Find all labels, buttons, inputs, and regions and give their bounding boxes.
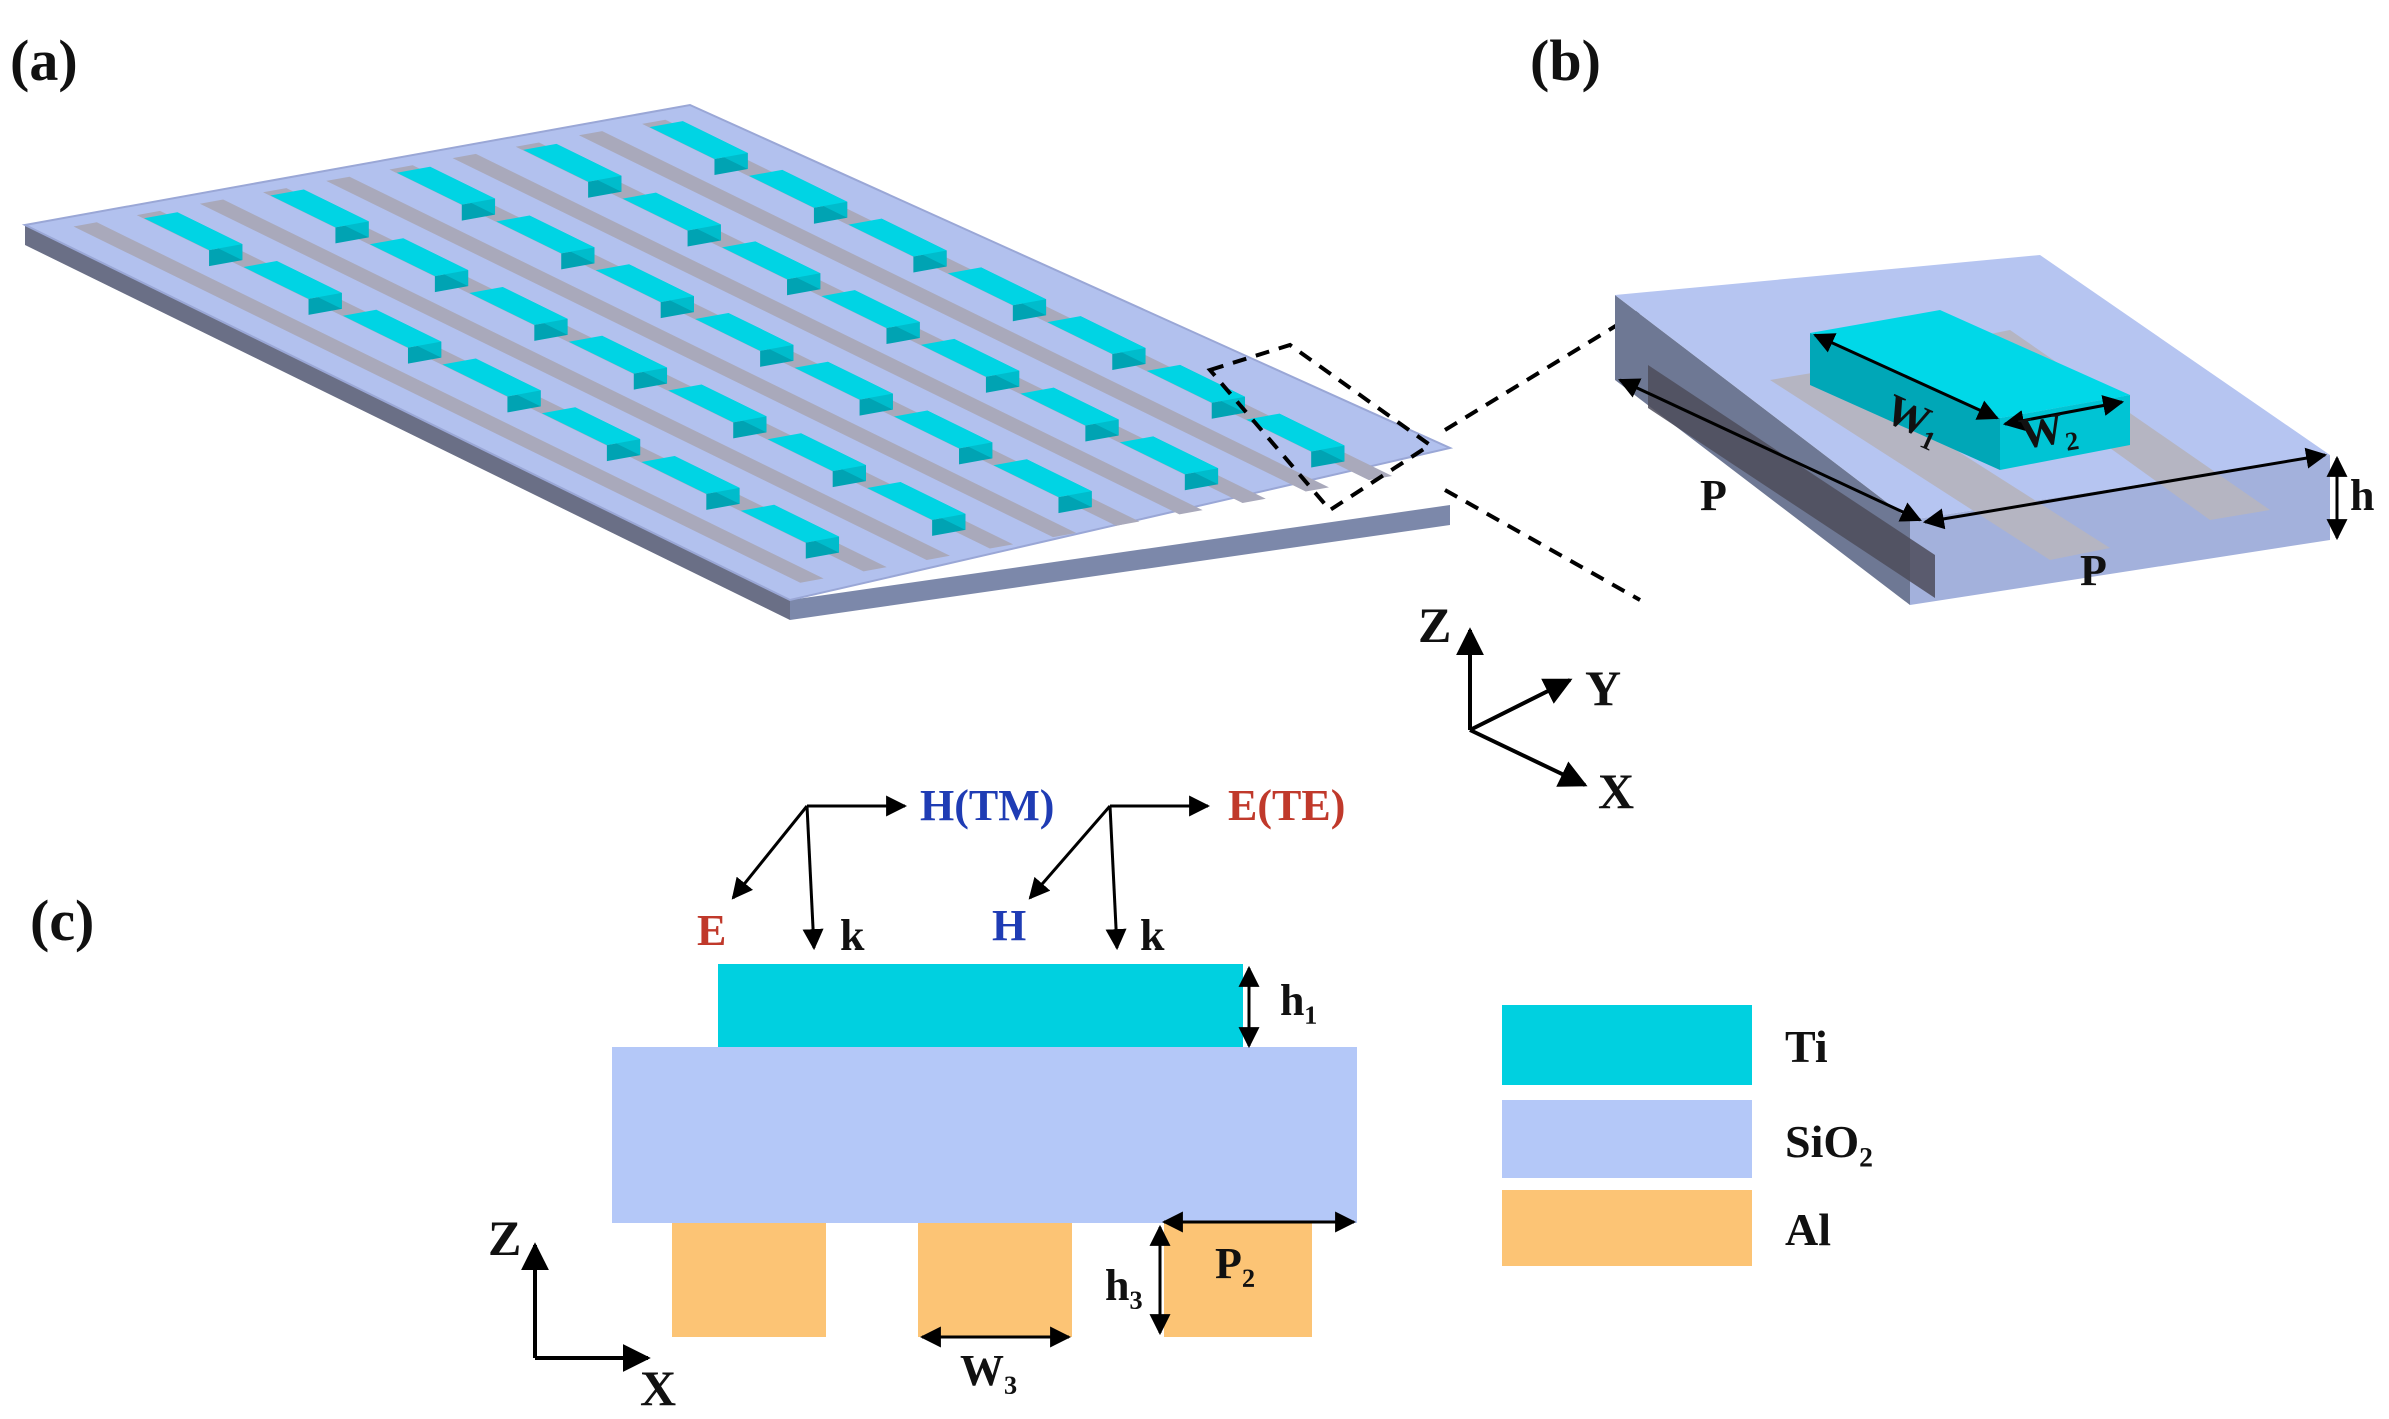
al-bar-3 — [1164, 1223, 1312, 1337]
ti-block-top — [1020, 387, 1119, 426]
ti-block-top — [396, 166, 496, 205]
legend: Ti SiO₂ Al — [1502, 1005, 1873, 1266]
al-grating-strip — [199, 199, 950, 560]
substrate-side-right — [790, 505, 1450, 620]
panel-c-label: (c) — [30, 888, 94, 953]
ti-block-top — [794, 361, 893, 400]
al-bar-2 — [918, 1223, 1072, 1337]
h3-label: h₃ — [1105, 1261, 1143, 1310]
tm-e-label: E — [697, 906, 726, 955]
ti-block-top — [993, 459, 1092, 498]
ti-block-top — [821, 290, 920, 329]
panel-b-label: (b) — [1530, 28, 1601, 93]
ti-block-top — [442, 358, 541, 397]
ti-block-top — [767, 433, 866, 472]
w1-arrow — [1813, 333, 1999, 420]
legend-label-al: Al — [1785, 1204, 1831, 1255]
ti-block-top — [920, 338, 1020, 377]
legend-label-ti: Ti — [1785, 1021, 1828, 1072]
h1-label: h₁ — [1280, 976, 1318, 1025]
axis-3d-y — [1469, 678, 1573, 732]
zoom-box — [1206, 342, 1434, 513]
zoom-line-bottom — [1444, 488, 1641, 602]
ti-block-top — [668, 384, 767, 423]
ti-block-top — [541, 407, 641, 446]
ti-block-top — [369, 238, 469, 277]
w2-arrow — [2002, 395, 2125, 431]
al-grating-strip — [326, 176, 1077, 538]
ti-block-top — [1246, 413, 1345, 452]
ti-block-top — [641, 456, 740, 494]
te-h-arrow — [1028, 805, 1112, 900]
ti-layer — [718, 964, 1243, 1047]
axis-3d-x-label: X — [1598, 763, 1634, 819]
sio2-layer — [612, 1047, 1357, 1223]
ti-block-top — [649, 121, 748, 159]
tm-k-stem — [802, 805, 824, 951]
legend-swatch-al — [1502, 1190, 1752, 1266]
ti-block-top — [1119, 436, 1219, 475]
ti-block-top — [270, 189, 369, 228]
ti-block-top — [568, 335, 668, 374]
ti-block-top — [144, 212, 243, 251]
h-label: h — [2350, 471, 2374, 520]
ti-block-top — [947, 267, 1047, 306]
al-grating-strip — [452, 153, 1203, 515]
legend-swatch-sio2 — [1502, 1100, 1752, 1178]
panel-b: (b) W₁ W₂ P P h — [1530, 28, 2374, 605]
axis-2d-z-label: Z — [488, 1210, 521, 1266]
axes-3d: Z Y X — [1418, 597, 1634, 819]
panel-c: (c) E k H(TM) H k E(TE) h₁ P₂ h₃ W₃ Z — [30, 781, 1357, 1416]
p-right-label: P — [2080, 546, 2107, 595]
ti-block-top — [722, 241, 821, 280]
al-grating-strip — [73, 222, 824, 583]
substrate-side-front — [25, 225, 790, 620]
p-left-label: P — [1700, 471, 1727, 520]
te-k-stem — [1105, 805, 1127, 951]
al-bar-1 — [672, 1223, 826, 1337]
te-h-label: H — [992, 901, 1026, 950]
ti-block-top — [894, 410, 993, 449]
panel-a-label: (a) — [10, 28, 78, 93]
axis-3d-x — [1469, 728, 1588, 787]
ti-block-top — [848, 218, 947, 257]
ti-block-top — [622, 192, 721, 231]
w2-label: W₂ — [2016, 402, 2080, 459]
ti-block-top — [469, 287, 568, 325]
legend-label-sio2: SiO₂ — [1785, 1116, 1873, 1167]
tm-e-arrow — [731, 805, 809, 900]
axis-3d-z-label: Z — [1418, 597, 1451, 653]
ti-block-top — [243, 261, 342, 299]
p2-label: P₂ — [1215, 1239, 1255, 1288]
axis-3d-y-label: Y — [1585, 660, 1621, 716]
ti-block-top — [1146, 364, 1245, 403]
ti-block-top — [867, 482, 966, 520]
legend-swatch-ti — [1502, 1005, 1752, 1085]
ti-block-top — [695, 312, 794, 351]
panel-a: (a) — [10, 28, 1652, 620]
axis-2d-x-label: X — [640, 1360, 676, 1416]
ti-block-top — [740, 504, 840, 543]
w3-label: W₃ — [960, 1346, 1017, 1395]
ti-block-top — [1047, 316, 1146, 354]
ti-block-group — [144, 121, 1345, 559]
te-k-label: k — [1140, 911, 1165, 960]
substrate-top — [21, 103, 1454, 602]
p-arrow-left — [1618, 378, 1922, 522]
tm-h-label: H(TM) — [920, 781, 1054, 830]
ti-block-top — [523, 143, 622, 182]
ti-block-top — [595, 264, 694, 303]
te-e-label: E(TE) — [1228, 781, 1345, 830]
ti-block-top — [748, 169, 848, 208]
ti-block-top — [342, 309, 442, 348]
al-grating-strip — [578, 131, 1329, 492]
p-arrow-right — [1922, 447, 2328, 530]
ti-block-top — [496, 215, 595, 254]
tm-k-label: k — [840, 911, 865, 960]
